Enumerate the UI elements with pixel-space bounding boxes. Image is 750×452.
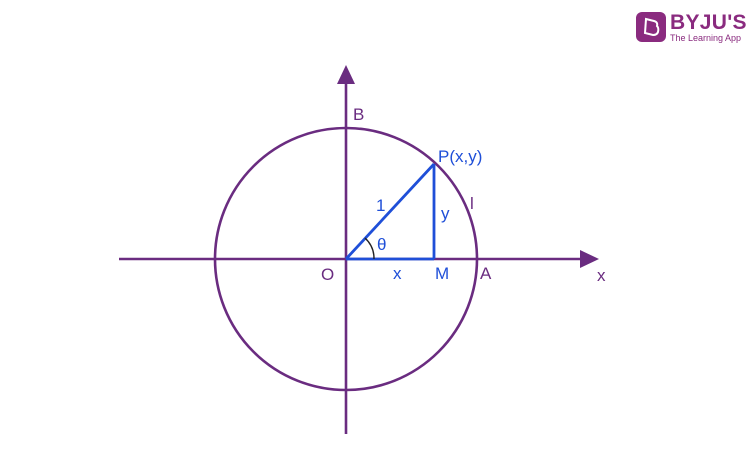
radius-op — [344, 163, 436, 260]
label-m: M — [435, 264, 449, 283]
x-axis-arrow — [580, 250, 599, 268]
brand-logo: BYJU'S The Learning App — [636, 12, 747, 43]
y-axis-arrow — [337, 65, 355, 84]
logo-badge-icon — [636, 12, 666, 42]
label-x-segment: x — [393, 264, 402, 283]
logo-tagline: The Learning App — [670, 33, 742, 43]
label-theta: θ — [377, 235, 386, 254]
angle-arc — [364, 237, 375, 260]
label-x-axis: x — [597, 266, 606, 285]
label-y: y — [441, 204, 450, 223]
label-l: l — [470, 194, 474, 213]
label-hypotenuse-one: 1 — [376, 196, 385, 215]
label-p: P(x,y) — [438, 147, 482, 166]
label-a: A — [480, 264, 492, 283]
label-o: O — [321, 265, 334, 284]
label-b: B — [353, 105, 364, 124]
logo-brand: BYJU'S — [670, 11, 747, 34]
